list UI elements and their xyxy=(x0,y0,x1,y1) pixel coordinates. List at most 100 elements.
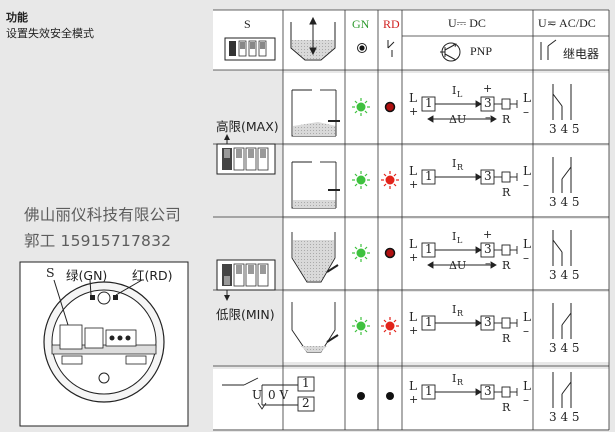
dc-current-sub: R xyxy=(457,309,464,318)
dc-circuit-row2 xyxy=(421,169,518,185)
pnp-transistor-icon xyxy=(440,42,461,62)
dc-current-label: I xyxy=(452,230,457,243)
dc-minus-bottom: – xyxy=(485,111,491,124)
rd-lamp-row2 xyxy=(381,171,399,189)
dc-minus-label: – xyxy=(523,178,529,192)
dc-delta-u-label: ΔU xyxy=(449,259,467,272)
contact-info: 郭工 15915717832 xyxy=(24,232,172,250)
dc-l-right-label: L xyxy=(523,379,531,393)
rd-lamp-row5 xyxy=(386,392,394,400)
tank-min-covered-icon xyxy=(291,232,339,283)
dc-circuit-row1 xyxy=(421,96,518,123)
dc-circuit-row3 xyxy=(421,242,518,269)
dc-current-label: I xyxy=(452,157,457,170)
rd-lamp-row4 xyxy=(381,317,399,335)
dc-circuits xyxy=(421,96,518,400)
rd-lamp-row1 xyxy=(384,101,396,113)
dc-l-right-label: L xyxy=(523,91,531,105)
relay-symbol-icon xyxy=(540,39,557,60)
header-ac: U≂ AC/DC xyxy=(538,16,596,30)
relay-contact-row5 xyxy=(552,372,572,408)
header-gn: GN xyxy=(352,17,370,31)
relay-pin-numbers: 3 4 5 xyxy=(549,268,580,282)
current-arrow xyxy=(475,246,482,254)
section-title: 功能 xyxy=(6,11,28,24)
dc-r-label: R xyxy=(502,186,511,199)
relay-contacts xyxy=(552,84,572,408)
fault-pin1: 1 xyxy=(302,376,310,390)
dc-circuit-row5 xyxy=(421,384,518,400)
fault-u-label: U xyxy=(252,388,263,402)
gn-lamp-row5 xyxy=(357,392,365,400)
dc-terminal-3: 3 xyxy=(484,315,492,329)
dc-terminal-1: 1 xyxy=(425,384,433,398)
dc-current-sub: L xyxy=(457,236,463,245)
gn-lamp-row2 xyxy=(352,171,370,189)
relay-blade xyxy=(552,93,563,107)
dc-l-label: L xyxy=(409,237,417,251)
dc-delta-u-label: ΔU xyxy=(449,113,467,126)
current-arrow xyxy=(475,100,482,108)
dc-terminal-1: 1 xyxy=(425,315,433,329)
rd-lamp-row3 xyxy=(384,247,396,259)
dc-r-label: R xyxy=(502,259,511,272)
header-pnp: PNP xyxy=(470,44,493,58)
device-rd-label: 红(RD) xyxy=(132,268,173,283)
fault-pin2: 2 xyxy=(302,396,310,410)
company-name: 佛山丽仪科技有限公司 xyxy=(24,206,182,224)
mode-max-label: 高限(MAX) xyxy=(216,119,279,134)
dc-terminal-1: 1 xyxy=(425,169,433,183)
dc-l-label: L xyxy=(409,91,417,105)
dc-l-label: L xyxy=(409,164,417,178)
dc-current-sub: R xyxy=(457,378,464,387)
dc-r-label: R xyxy=(502,113,511,126)
dc-l-right-label: L xyxy=(523,310,531,324)
dc-minus-label: – xyxy=(523,105,529,119)
dc-plus-label: + xyxy=(409,324,419,337)
relay-pin-numbers: 3 4 5 xyxy=(549,195,580,209)
relay-contact-icon xyxy=(387,40,395,57)
gn-lamp-row1 xyxy=(352,98,370,116)
gn-lamp-row4 xyxy=(352,317,370,335)
dc-plus-top: + xyxy=(483,82,493,95)
dc-current-label: I xyxy=(452,84,457,97)
relay-contact-row3 xyxy=(552,230,572,266)
current-arrow xyxy=(475,319,482,327)
relay-blade xyxy=(561,381,572,395)
dc-terminal-3: 3 xyxy=(484,169,492,183)
mode-min-label: 低限(MIN) xyxy=(216,307,275,322)
dc-terminal-3: 3 xyxy=(484,96,492,110)
relay-blade xyxy=(561,166,572,180)
header-dc: U⎓ DC xyxy=(448,16,486,30)
dc-current-sub: R xyxy=(457,163,464,172)
relay-blade xyxy=(552,239,563,253)
dc-l-label: L xyxy=(409,379,417,393)
dc-r-label: R xyxy=(502,332,511,345)
dip-switch-icon xyxy=(224,37,276,61)
dc-minus-label: – xyxy=(523,393,529,407)
tank-max-covered-icon xyxy=(291,89,340,137)
lamp-symbol-icon xyxy=(357,43,367,53)
dc-plus-label: + xyxy=(409,251,419,264)
relay-contact-row2 xyxy=(552,157,572,193)
delta-u-arrow xyxy=(490,115,497,123)
device-panel xyxy=(19,261,189,427)
dc-circuit-row4 xyxy=(421,315,518,331)
dc-l-right-label: L xyxy=(523,164,531,178)
dc-plus-label: + xyxy=(409,393,419,406)
gn-lamp-row3 xyxy=(352,244,370,262)
header-s: S xyxy=(244,17,251,31)
dc-terminal-3: 3 xyxy=(484,384,492,398)
dc-l-right-label: L xyxy=(523,237,531,251)
dc-plus-label: + xyxy=(409,105,419,118)
relay-blade xyxy=(561,312,572,326)
power-fault-icon xyxy=(222,376,315,412)
dc-terminal-3: 3 xyxy=(484,242,492,256)
max-switch-icon xyxy=(216,134,276,175)
dc-current-label: I xyxy=(452,303,457,316)
dc-plus-label: + xyxy=(409,178,419,191)
section-subtitle: 设置失效安全模式 xyxy=(6,27,94,40)
delta-u-arrow xyxy=(427,261,434,269)
tank-level-icon xyxy=(290,16,336,61)
dc-plus-top: + xyxy=(483,228,493,241)
